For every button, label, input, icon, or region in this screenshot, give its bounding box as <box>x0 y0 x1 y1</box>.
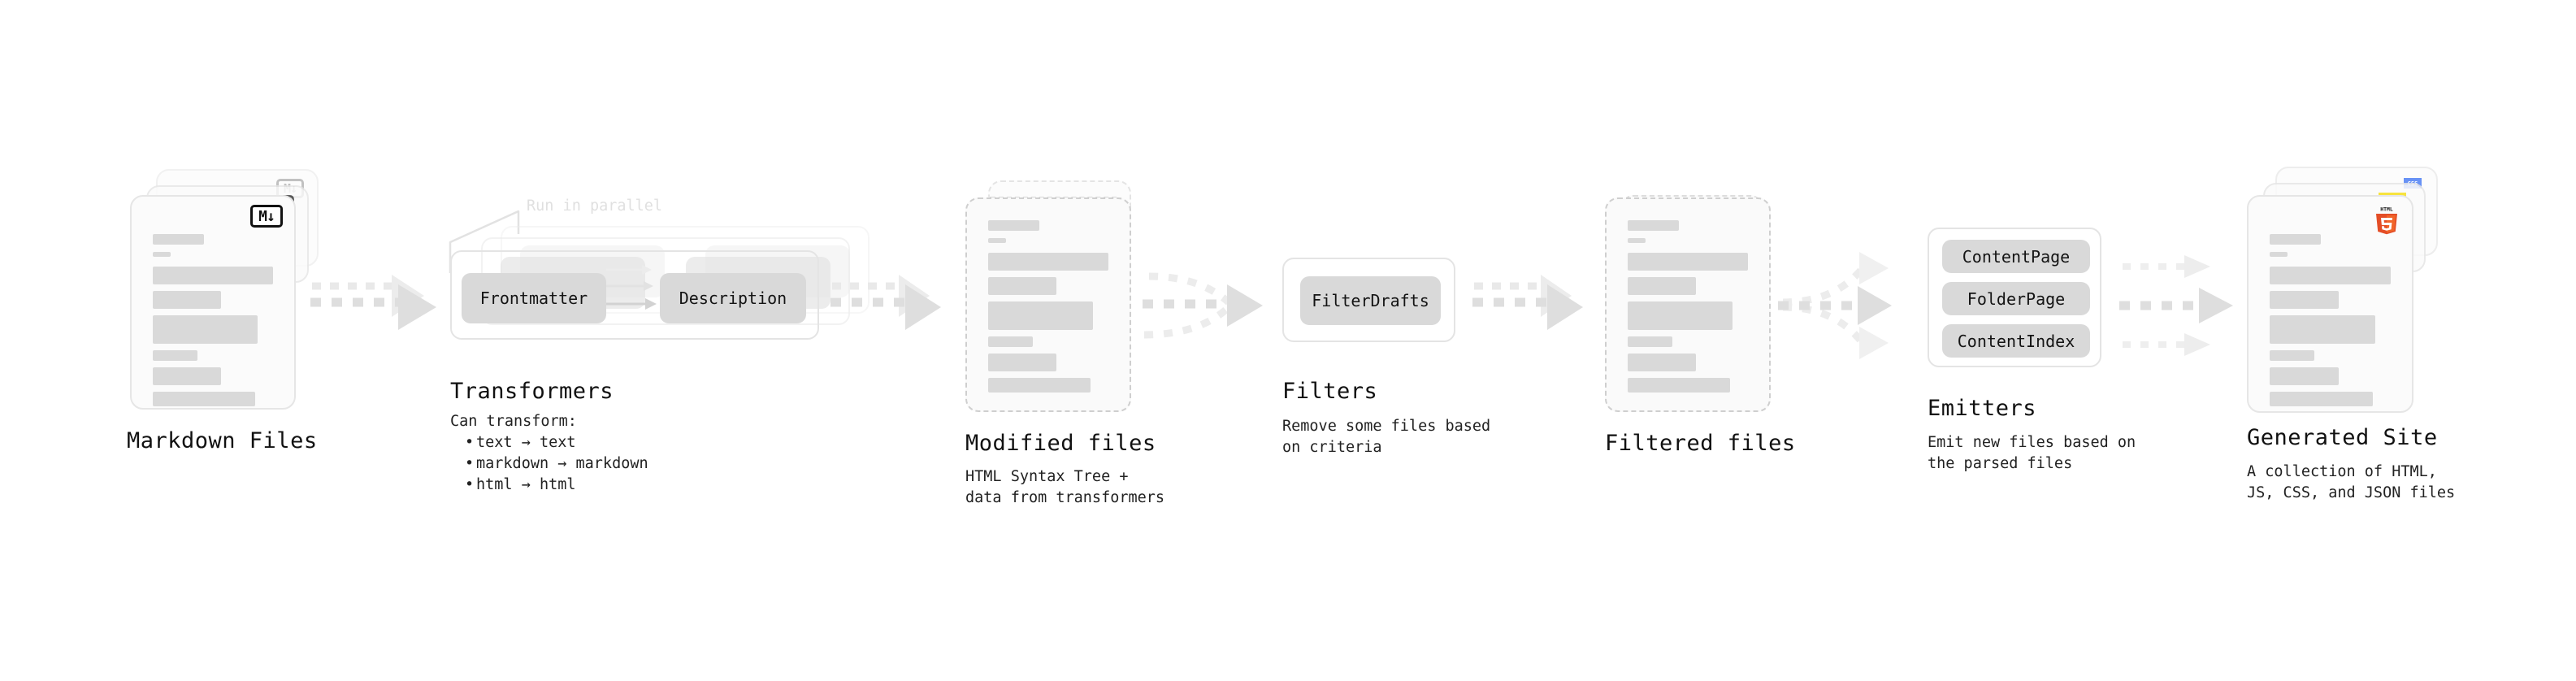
filtered-file-card-front <box>1605 197 1771 412</box>
transformer-bullet: html → html <box>462 475 648 496</box>
skeleton-bar <box>1628 354 1697 371</box>
emitter-chip-contentindex-label: ContentIndex <box>1957 331 2075 351</box>
transformer-chip-frontmatter-label: Frontmatter <box>479 288 588 308</box>
skeleton-bar <box>988 277 1057 295</box>
emitter-chip-contentpage-label: ContentPage <box>1962 246 2071 267</box>
skeleton-bar <box>153 315 258 344</box>
skeleton-bar <box>988 378 1091 393</box>
skeleton-content <box>1628 220 1748 393</box>
filtered-files-title: Filtered files <box>1605 431 1796 456</box>
transformer-bullet: text → text <box>462 432 648 453</box>
transformer-chip-frontmatter[interactable]: Frontmatter <box>462 273 606 323</box>
skeleton-bar <box>153 291 222 309</box>
skeleton-bar <box>2270 234 2321 245</box>
markdown-files-title: Markdown Files <box>127 428 318 453</box>
html5-icon-label: HTML <box>2380 206 2393 213</box>
generated-site-title: Generated Site <box>2247 425 2438 450</box>
transformers-bullets: text → text markdown → markdown html → h… <box>462 432 648 496</box>
skeleton-bar <box>153 392 255 406</box>
arrow-filtered-to-emitters <box>1778 252 1892 359</box>
skeleton-bar <box>988 253 1108 271</box>
markdown-icon: M ↓ <box>250 205 283 228</box>
run-in-parallel-label: Run in parallel <box>527 197 663 215</box>
skeleton-bar <box>988 336 1033 347</box>
skeleton-bar <box>153 367 222 385</box>
filter-chip-filterdrafts[interactable]: FilterDrafts <box>1300 276 1441 325</box>
skeleton-bar <box>1628 277 1697 295</box>
arrow-filters-to-filtered <box>1472 275 1583 330</box>
skeleton-bar <box>1628 253 1748 271</box>
arrow-emitters-to-site <box>2119 255 2233 356</box>
emitters-groupbox: ContentPage FolderPage ContentIndex <box>1928 228 2101 367</box>
skeleton-bar <box>153 350 197 361</box>
emitter-chip-contentpage[interactable]: ContentPage <box>1942 240 2090 273</box>
skeleton-bar <box>1628 238 1646 243</box>
emitters-title: Emitters <box>1928 396 2037 421</box>
transformers-groupbox <box>450 250 819 340</box>
emitter-chip-folderpage-label: FolderPage <box>1967 288 2066 309</box>
modified-files-description: HTML Syntax Tree + data from transformer… <box>965 468 1165 506</box>
skeleton-content <box>2270 234 2391 406</box>
arrow-markdown-to-transformers <box>310 275 436 330</box>
transformers-title: Transformers <box>450 379 614 404</box>
transformer-bullet: markdown → markdown <box>462 453 648 475</box>
transformer-inner-arrows <box>603 265 657 310</box>
skeleton-bar <box>988 354 1057 371</box>
modified-file-card-front <box>965 197 1131 412</box>
skeleton-bar <box>153 252 171 257</box>
filters-title: Filters <box>1282 379 1378 404</box>
skeleton-bar <box>2270 291 2339 309</box>
html5-icon: HTML <box>2376 206 2397 235</box>
generated-file-card-html: HTML <box>2247 195 2413 413</box>
skeleton-bar <box>988 220 1039 231</box>
skeleton-bar <box>1628 220 1679 231</box>
emitter-chip-contentindex[interactable]: ContentIndex <box>1942 324 2090 358</box>
skeleton-bar <box>2270 392 2373 406</box>
skeleton-bar <box>2270 267 2391 284</box>
skeleton-bar <box>153 234 204 245</box>
skeleton-bar <box>988 301 1093 330</box>
markdown-file-card-front: M ↓ <box>130 195 296 410</box>
markdown-icon-arrow: ↓ <box>267 207 275 225</box>
skeleton-bar <box>988 238 1006 243</box>
filter-chip-filterdrafts-label: FilterDrafts <box>1312 291 1429 310</box>
skeleton-content <box>988 220 1108 393</box>
transformers-description: Can transform: <box>450 413 577 430</box>
skeleton-bar <box>1628 378 1730 393</box>
skeleton-content <box>153 234 273 406</box>
emitter-chip-folderpage[interactable]: FolderPage <box>1942 282 2090 315</box>
arrow-modified-to-filters <box>1143 272 1263 339</box>
skeleton-bar <box>2270 252 2288 257</box>
filters-description: Remove some files based on criteria <box>1282 418 1491 456</box>
skeleton-bar <box>1628 301 1733 330</box>
transformer-chip-description[interactable]: Description <box>660 273 806 323</box>
emitters-description: Emit new files based on the parsed files <box>1928 434 2136 472</box>
skeleton-bar <box>1628 336 1672 347</box>
skeleton-bar <box>2270 315 2375 344</box>
modified-files-title: Modified files <box>965 431 1156 456</box>
skeleton-bar <box>2270 350 2315 361</box>
markdown-icon-letter: M <box>258 207 267 225</box>
generated-site-description: A collection of HTML, JS, CSS, and JSON … <box>2247 463 2456 501</box>
skeleton-bar <box>153 267 273 284</box>
skeleton-bar <box>2270 367 2339 385</box>
filters-groupbox: FilterDrafts <box>1282 258 1455 342</box>
transformer-chip-description-label: Description <box>679 288 787 308</box>
arrow-transformers-to-modified <box>830 275 941 330</box>
